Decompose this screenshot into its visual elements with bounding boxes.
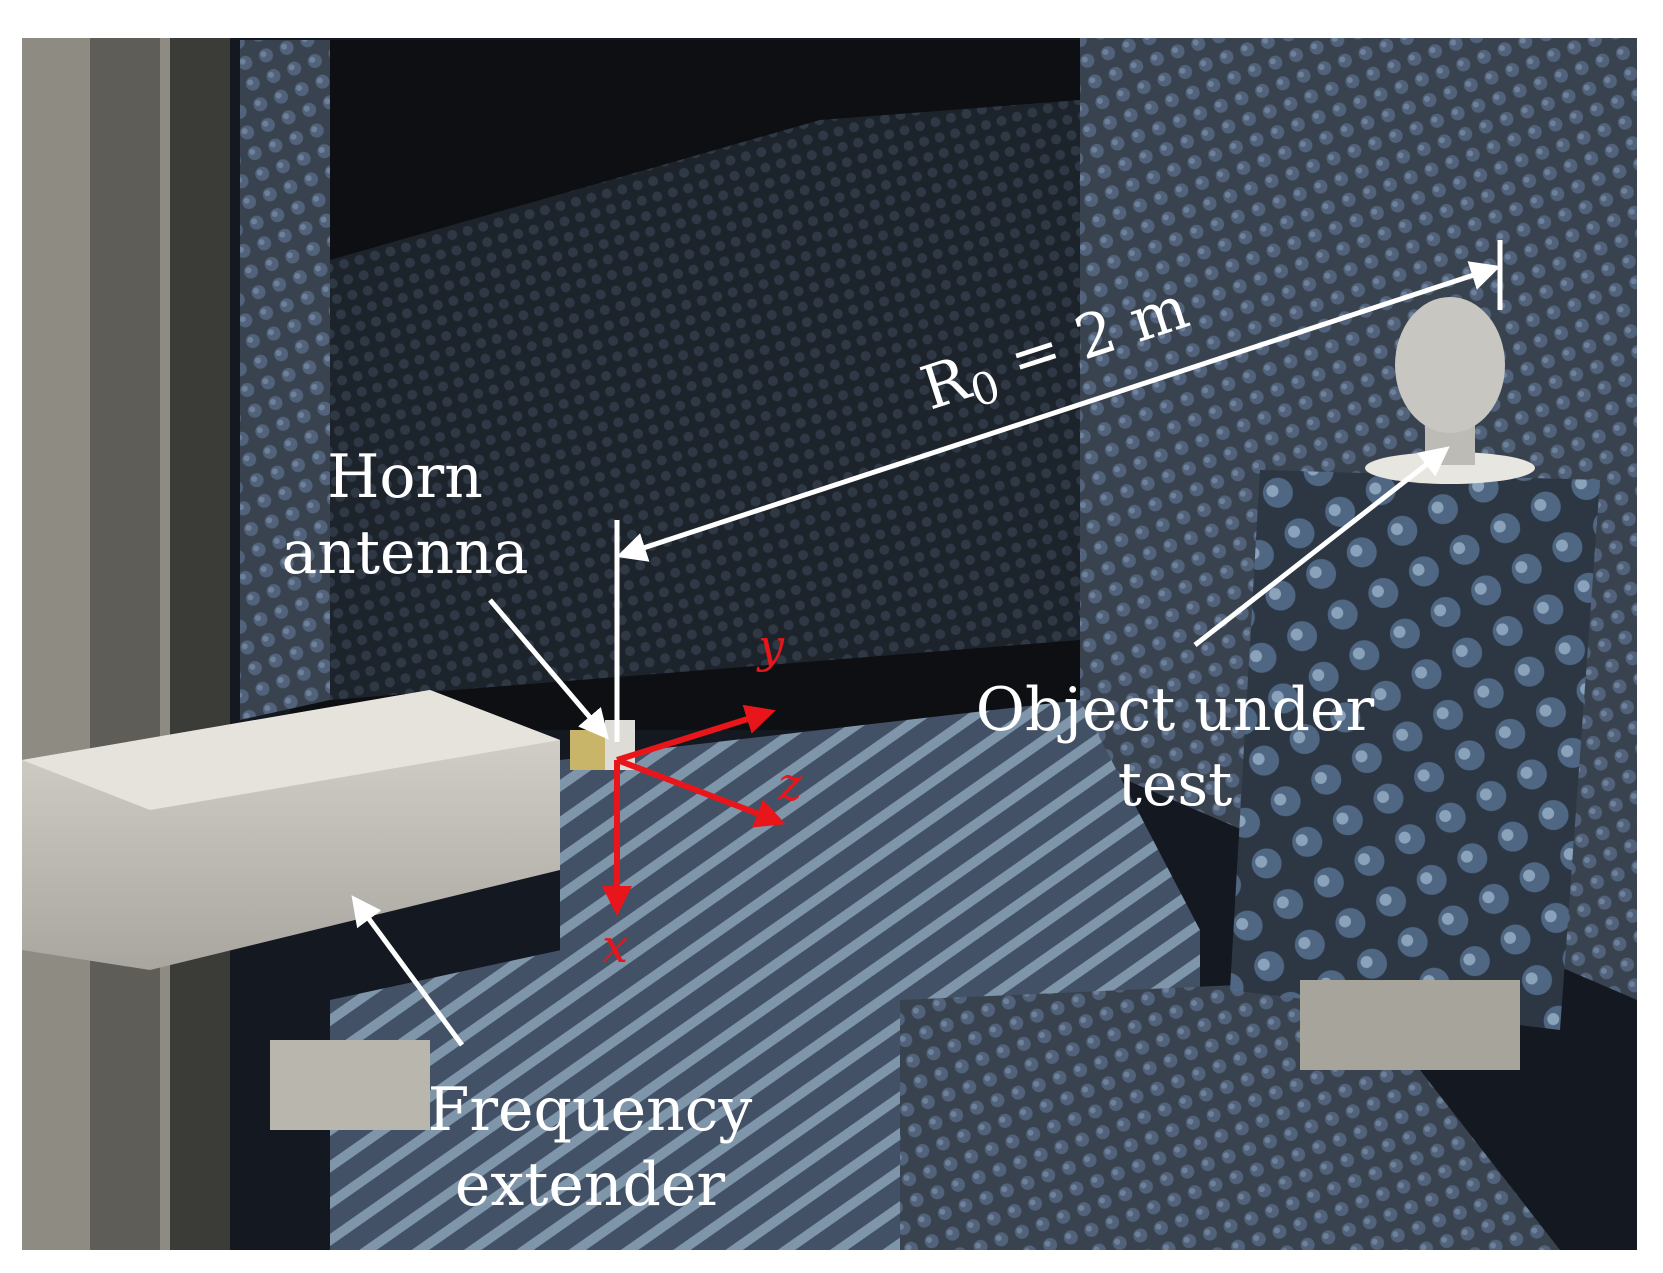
extender-pointer-arrow <box>351 895 465 1047</box>
axis-z-label: z <box>777 757 803 811</box>
photo-background <box>22 38 1637 1250</box>
horn-antenna-label-line1: Horn <box>327 442 483 512</box>
frequency-extender-label-line1: Frequency <box>428 1075 753 1145</box>
distance-arrow <box>616 261 1501 562</box>
coordinate-axes <box>602 704 786 916</box>
annotation-arrows <box>351 240 1503 1047</box>
horn-antenna-pointer-arrow <box>488 598 609 740</box>
object-pointer-arrow <box>1193 446 1450 647</box>
axis-x-label: x <box>602 919 628 973</box>
object-under-test-label-line1: Object under <box>976 675 1375 745</box>
horn-antenna-label-line2: antenna <box>281 518 528 588</box>
object-under-test-label-line2: test <box>1118 750 1233 820</box>
axis-y-label: y <box>756 619 785 673</box>
frequency-extender-label-line2: extender <box>455 1150 726 1220</box>
axis-y-arrow <box>616 704 776 763</box>
axis-z-arrow <box>615 757 786 828</box>
